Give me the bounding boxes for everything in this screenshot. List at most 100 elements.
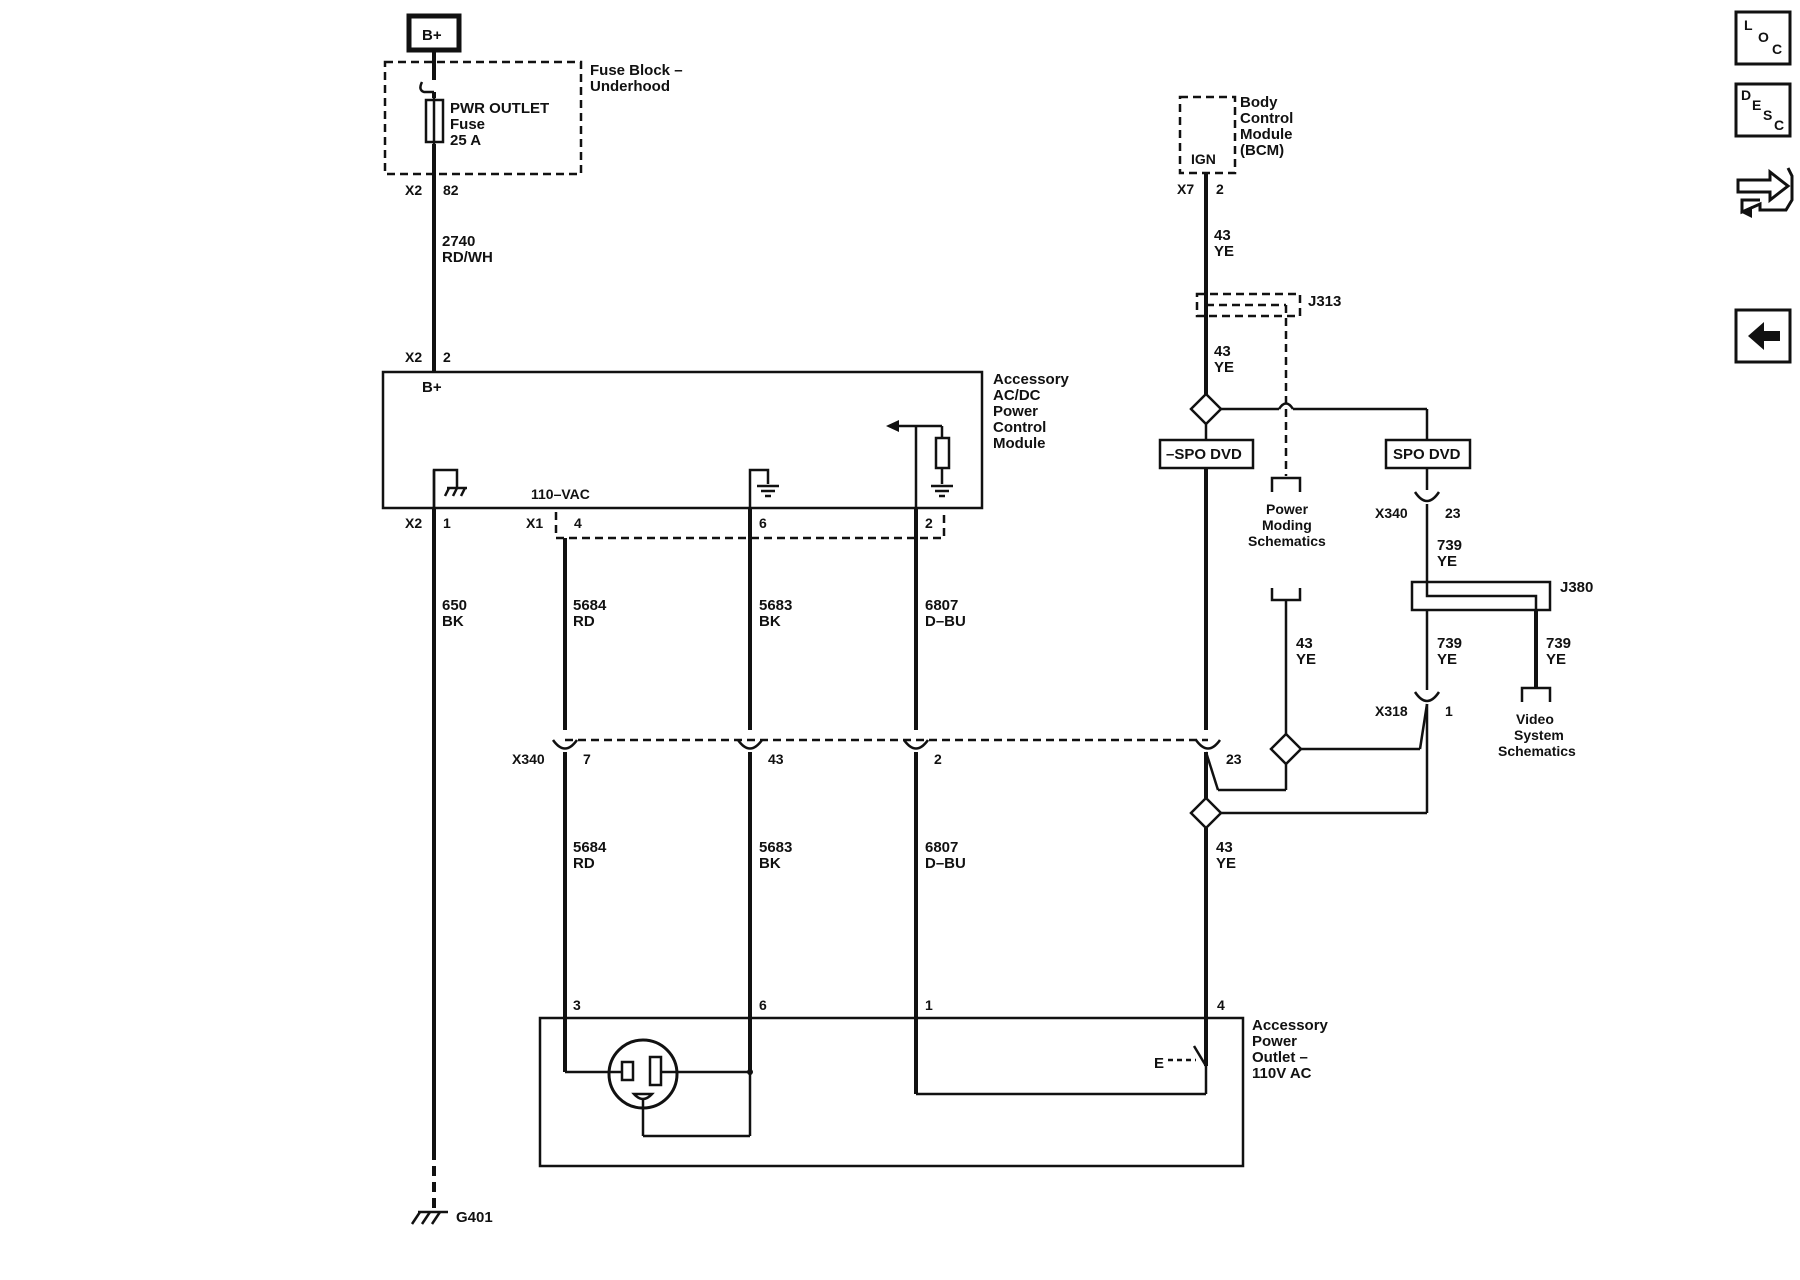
fuse-name-1: PWR OUTLET <box>450 100 549 117</box>
outlet-name-3: Outlet – <box>1252 1049 1308 1066</box>
x318-pin: 1 <box>1445 703 1453 719</box>
wire-5683: 5683 BK <box>748 508 792 730</box>
fuse-name-2: Fuse <box>450 116 485 133</box>
apcm-bplus: B+ <box>422 379 442 396</box>
x340-pin-b: 43 <box>768 751 784 767</box>
x340-pin-a: 7 <box>583 751 591 767</box>
option-diamond-top <box>1189 392 1223 426</box>
apcm-pin-c: 2 <box>925 515 933 531</box>
nav-desc-d: D <box>1741 87 1751 103</box>
wire-6807-lower: 6807 D–BU <box>914 752 966 1094</box>
power-moding-line2: Moding <box>1262 517 1312 533</box>
j380-outline <box>1410 580 1552 612</box>
wire-739-a-circuit: 739 <box>1437 537 1462 554</box>
fuse-rating: 25 A <box>450 132 481 149</box>
apcm-out-connector: X1 <box>526 515 543 531</box>
apcm-outline <box>381 370 984 510</box>
wire-5683-color-upper: BK <box>759 613 781 630</box>
option-split: –SPO DVD SPO DVD <box>1158 392 1472 470</box>
wire-6807-color-lower: D–BU <box>925 855 966 872</box>
wire-6807-color-upper: D–BU <box>925 613 966 630</box>
power-moding-reference: Power Moding Schematics 43 YE <box>1248 476 1420 790</box>
outlet-name-1: Accessory <box>1252 1017 1329 1034</box>
option-spo-dvd-label: SPO DVD <box>1393 446 1461 463</box>
wire-6807: 6807 D–BU <box>914 508 966 730</box>
connector-end-view-icon[interactable] <box>1736 167 1794 218</box>
battery-label: B+ <box>422 27 442 44</box>
j313-label: J313 <box>1308 293 1341 310</box>
wire-5684-circuit-upper: 5684 <box>573 597 607 614</box>
option-nspo-dvd-box <box>1158 438 1255 470</box>
wire-5683-lower: 5683 BK <box>748 752 792 1072</box>
power-moding-line3: Schematics <box>1248 533 1326 549</box>
splice-diamond-mid <box>1269 732 1303 766</box>
wire-5683-circuit-upper: 5683 <box>759 597 792 614</box>
x340-pin-c: 2 <box>934 751 942 767</box>
nav-location-button[interactable]: L O C <box>1734 10 1792 66</box>
nav-desc-s: S <box>1763 107 1772 123</box>
outlet-pin-d: 4 <box>1217 997 1225 1013</box>
wire-43-b-color: YE <box>1214 359 1234 376</box>
outlet-switch-label: E <box>1154 1055 1164 1072</box>
apcm-input-connector: X2 <box>405 349 422 365</box>
wire-43-a-color: YE <box>1214 243 1234 260</box>
apcm-ground-pin: 1 <box>443 515 451 531</box>
wire-739-a-color: YE <box>1437 553 1457 570</box>
accessory-acdc-power-control-module: X2 2 B+ Accessory AC/DC Power Control Mo… <box>381 349 1070 540</box>
nav-description-button[interactable]: D E S C <box>1734 82 1792 138</box>
option-spo-dvd-box <box>1384 438 1472 470</box>
ground-g401-label: G401 <box>456 1209 493 1226</box>
wire-6807-circuit-lower: 6807 <box>925 839 958 856</box>
apcm-name-4: Control <box>993 419 1046 436</box>
wire-43-bcm: 43 YE 43 YE <box>1204 173 1234 408</box>
back-arrow-button[interactable] <box>1734 308 1792 364</box>
outlet-outline <box>538 1016 1245 1168</box>
wire-43-c-circuit: 43 <box>1296 635 1313 652</box>
wire-6807-circuit-upper: 6807 <box>925 597 958 614</box>
wire-650-color: BK <box>442 613 464 630</box>
accessory-power-outlet-110v: 3 6 1 4 Accessory Power Outlet – 110V AC… <box>538 997 1329 1168</box>
bcm-name-1: Body <box>1240 94 1278 111</box>
body-control-module: Body Control Module (BCM) IGN X7 2 <box>1177 94 1293 197</box>
wire-43-b-circuit: 43 <box>1214 343 1231 360</box>
wire-739-spo: X340 23 739 YE J380 739 YE X318 1 739 YE… <box>1375 468 1593 813</box>
fuse-block-outline <box>383 60 583 176</box>
option-nspo-dvd-label: –SPO DVD <box>1166 446 1242 463</box>
apcm-vac-label: 110–VAC <box>531 486 590 502</box>
fuse-block-name-1: Fuse Block – <box>590 62 683 79</box>
resistor-symbol <box>934 436 951 470</box>
option-diamond-bottom <box>1189 796 1223 830</box>
wire-5684-circuit-lower: 5684 <box>573 839 607 856</box>
signal-arrow-icon <box>886 420 899 432</box>
wire-5684-color-lower: RD <box>573 855 595 872</box>
power-moding-line1: Power <box>1266 501 1309 517</box>
outlet-pin-b: 6 <box>759 997 767 1013</box>
wire-43-a-circuit: 43 <box>1214 227 1231 244</box>
wire-5684: 5684 RD <box>563 538 607 730</box>
wire-739-c-color: YE <box>1546 651 1566 668</box>
wire-2740-circuit: 2740 <box>442 233 475 250</box>
ground-g401: G401 <box>410 1150 493 1226</box>
apcm-ground-connector: X2 <box>405 515 422 531</box>
nav-loc-o: O <box>1758 29 1769 45</box>
x340-inline-connector: X340 7 43 2 23 <box>512 738 1242 767</box>
nav-desc-e: E <box>1752 97 1761 113</box>
wire-5684-lower: 5684 RD <box>563 752 607 1072</box>
wire-5684-color-upper: RD <box>573 613 595 630</box>
video-system-line2: System <box>1514 727 1564 743</box>
x340-spo-connector: X340 <box>1375 505 1408 521</box>
nav-loc-l: L <box>1744 17 1753 33</box>
apcm-name-5: Module <box>993 435 1046 452</box>
bcm-ign-label: IGN <box>1191 151 1216 167</box>
wire-739-b-circuit: 739 <box>1437 635 1462 652</box>
wire-5683-circuit-lower: 5683 <box>759 839 792 856</box>
x340-connector-label: X340 <box>512 751 545 767</box>
apcm-pin-a: 4 <box>574 515 582 531</box>
video-system-line1: Video <box>1516 711 1554 727</box>
back-arrow-icon <box>1748 322 1780 350</box>
wire-2740-color: RD/WH <box>442 249 493 266</box>
j313-outline <box>1195 292 1302 318</box>
x340-spo-pin: 23 <box>1445 505 1461 521</box>
wire-739-c-circuit: 739 <box>1546 635 1571 652</box>
